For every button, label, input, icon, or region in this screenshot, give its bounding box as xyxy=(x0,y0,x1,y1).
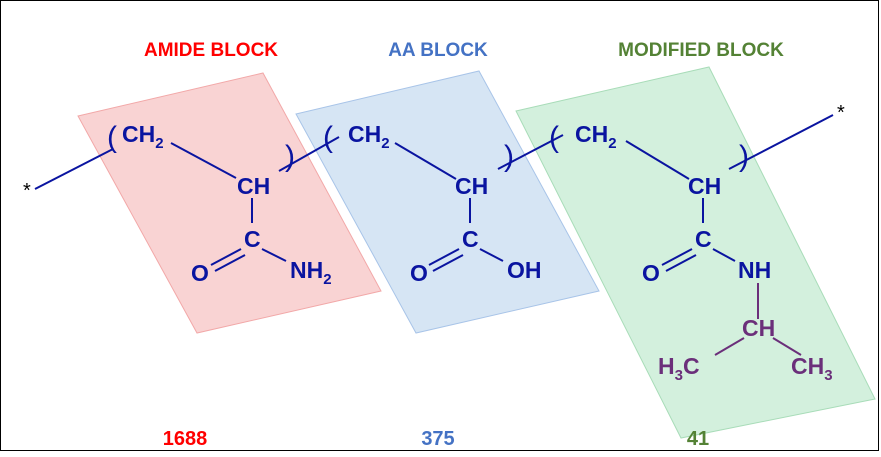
oxygen-label: O xyxy=(191,260,209,286)
ch2-subscript: 2 xyxy=(155,135,163,152)
modified-block-header: MODIFIED BLOCK xyxy=(618,40,784,61)
isopropyl-bonds xyxy=(714,283,802,356)
ch-label: CH xyxy=(455,173,488,199)
oxygen-label: O xyxy=(410,260,428,286)
left-chain-end: * xyxy=(23,180,31,202)
h3c-h-label: H xyxy=(658,353,675,379)
svg-text:NH2: NH2 xyxy=(290,257,332,288)
modified-block-count: 41 xyxy=(687,428,709,450)
nh2-label: NH xyxy=(290,257,323,283)
ch2-label: CH xyxy=(122,121,155,147)
ch2-label: CH xyxy=(575,121,608,147)
svg-text:(: ( xyxy=(323,121,333,154)
aa-block-region xyxy=(295,70,600,334)
side-group-bonds xyxy=(210,198,736,272)
ch3-label: CH xyxy=(791,353,824,379)
h3c-subscript: 3 xyxy=(675,367,683,384)
isopropyl-ch-label: CH xyxy=(742,315,775,341)
ch-label: CH xyxy=(237,173,270,199)
isopropyl-group: CH H3C CH3 xyxy=(658,315,833,384)
repeat-parentheses: ( ) ( ) ( ) xyxy=(107,121,749,173)
svg-text:CH3: CH3 xyxy=(791,353,833,384)
ch2-subscript: 2 xyxy=(381,135,389,152)
ch2-label: CH xyxy=(348,121,381,147)
svg-text:(: ( xyxy=(107,121,117,154)
right-chain-end: * xyxy=(837,102,845,124)
amide-block-region xyxy=(77,72,382,334)
svg-text:H3C: H3C xyxy=(658,353,700,384)
svg-text:(: ( xyxy=(549,121,559,154)
aa-block-header: AA BLOCK xyxy=(388,40,488,61)
carbonyl-c-label: C xyxy=(244,226,261,252)
amide-block-header: AMIDE BLOCK xyxy=(144,40,278,61)
h3c-c-label: C xyxy=(683,353,700,379)
aa-block-count: 375 xyxy=(421,428,454,450)
svg-text:CH2: CH2 xyxy=(122,121,164,152)
polymer-backbone xyxy=(34,114,834,190)
acid-unit: CH2 CH C O OH xyxy=(348,121,542,286)
modified-unit: CH2 CH C O NH xyxy=(575,121,771,286)
amide-block-count: 1688 xyxy=(163,428,208,450)
ch-label: CH xyxy=(688,173,721,199)
svg-text:): ) xyxy=(285,140,295,173)
svg-text:): ) xyxy=(739,140,749,173)
amide-unit: CH2 CH C O NH2 xyxy=(122,121,332,288)
nh-label: NH xyxy=(738,257,771,283)
ch3-subscript: 3 xyxy=(824,367,832,384)
nh2-subscript: 2 xyxy=(323,271,331,288)
carbonyl-c-label: C xyxy=(695,226,712,252)
oxygen-label: O xyxy=(642,260,660,286)
hydroxyl-label: OH xyxy=(507,257,542,283)
ch2-subscript: 2 xyxy=(608,135,616,152)
carbonyl-c-label: C xyxy=(462,226,479,252)
svg-text:): ) xyxy=(504,140,514,173)
svg-text:CH2: CH2 xyxy=(575,121,617,152)
svg-text:CH2: CH2 xyxy=(348,121,390,152)
